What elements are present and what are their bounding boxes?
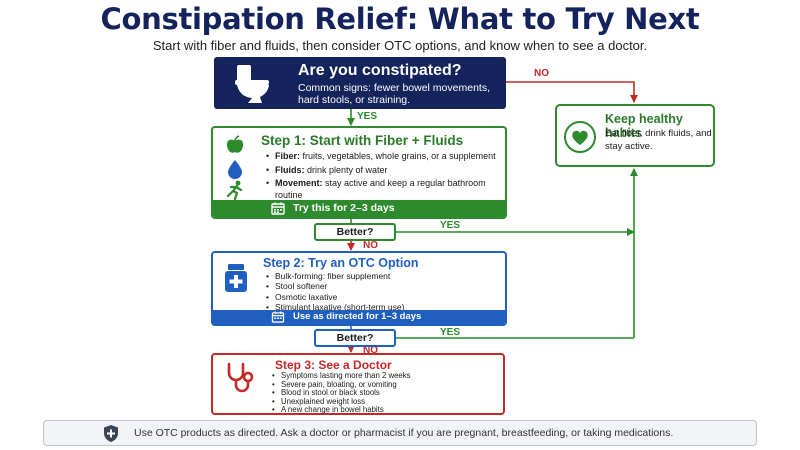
step1-term-fiber: Fiber: [275, 151, 301, 161]
check1-better-box: Better? [314, 223, 396, 241]
list-item: Severe pain, bloating, or vomiting [272, 380, 411, 390]
calendar-icon [271, 311, 285, 323]
list-item: Stimulant laxative (short-term use) [266, 302, 404, 313]
step1-title: Step 1: Start with Fiber + Fluids [261, 133, 464, 148]
list-item: Stool softener [266, 281, 404, 292]
keep-habits-box: Keep healthy habits Eat fiber, drink flu… [555, 104, 715, 167]
step1-text-movement: stay active and keep a regular bathroom … [275, 178, 486, 200]
keep-habits-text: Eat fiber, drink fluids, and stay active… [605, 128, 712, 152]
apple-icon [226, 135, 244, 153]
step1-duration-text: Try this for 2–3 days [293, 202, 395, 214]
footer-note: Use OTC products as directed. Ask a doct… [43, 420, 757, 446]
no-label-question: NO [534, 68, 549, 79]
list-item: Bulk-forming: fiber supplement [266, 271, 404, 282]
step3-list: Symptoms lasting more than 2 weeks Sever… [272, 371, 411, 415]
question-box: Are you constipated? Common signs: fewer… [214, 57, 506, 109]
step3-box: Step 3: See a Doctor Symptoms lasting mo… [211, 353, 505, 415]
list-item: Fluids: drink plenty of water [266, 164, 505, 177]
no-label-check1: NO [363, 240, 378, 251]
step1-text-fluids: drink plenty of water [304, 164, 388, 175]
page-title: Constipation Relief: What to Try Next [100, 2, 700, 36]
step1-box: Step 1: Start with Fiber + Fluids Fiber:… [211, 126, 507, 219]
question-title: Are you constipated? [298, 62, 462, 79]
step3-title: Step 3: See a Doctor [275, 358, 392, 372]
footer-text: Use OTC products as directed. Ask a doct… [134, 427, 674, 439]
question-text: Common signs: fewer bowel movements, har… [298, 82, 490, 106]
step2-duration-band: Use as directed for 1–3 days [213, 310, 505, 324]
list-item: Blood in stool or black stools [272, 389, 411, 398]
list-item: A new change in bowel habits [272, 406, 411, 415]
arrow-question-to-keep [506, 81, 638, 103]
step1-text-fiber: fruits, vegetables, whole grains, or a s… [300, 151, 496, 161]
step1-list: Fiber: fruits, vegetables, whole grains,… [266, 151, 505, 203]
list-item: Osmotic laxative [266, 292, 404, 303]
list-item: Unexplained weight loss [272, 397, 411, 407]
shield-icon [104, 425, 118, 442]
medicine-bottle-icon [225, 264, 247, 292]
keep-habits-title: Keep healthy habits [605, 112, 683, 140]
page-subtitle: Start with fiber and fluids, then consid… [152, 38, 648, 53]
yes-label-check1: YES [440, 220, 461, 231]
heart-icon [564, 121, 596, 153]
step2-duration-text: Use as directed for 1–3 days [293, 311, 422, 322]
step2-list: Bulk-forming: fiber supplement Stool sof… [266, 271, 404, 313]
step1-term-fluids: Fluids: [275, 164, 305, 175]
step2-title: Step 2: Try an OTC Option [263, 256, 419, 270]
water-drop-icon [228, 160, 242, 179]
step1-term-movement: Movement: [275, 178, 323, 188]
yes-label-question: YES [357, 111, 378, 122]
step1-duration-band: Try this for 2–3 days [213, 200, 505, 217]
calendar-icon [271, 202, 285, 215]
list-item: Symptoms lasting more than 2 weeks [272, 371, 411, 381]
toilet-icon [235, 65, 269, 103]
stethoscope-icon [227, 362, 254, 393]
running-person-icon [226, 180, 243, 200]
no-label-check2: NO [363, 345, 378, 356]
list-item: Fiber: fruits, vegetables, whole grains,… [266, 151, 505, 163]
step2-box: Step 2: Try an OTC Option Bulk-forming: … [211, 251, 507, 326]
check2-better-box: Better? [314, 329, 396, 347]
list-item: Movement: stay active and keep a regular… [266, 178, 505, 201]
yes-label-check2: YES [440, 327, 461, 338]
